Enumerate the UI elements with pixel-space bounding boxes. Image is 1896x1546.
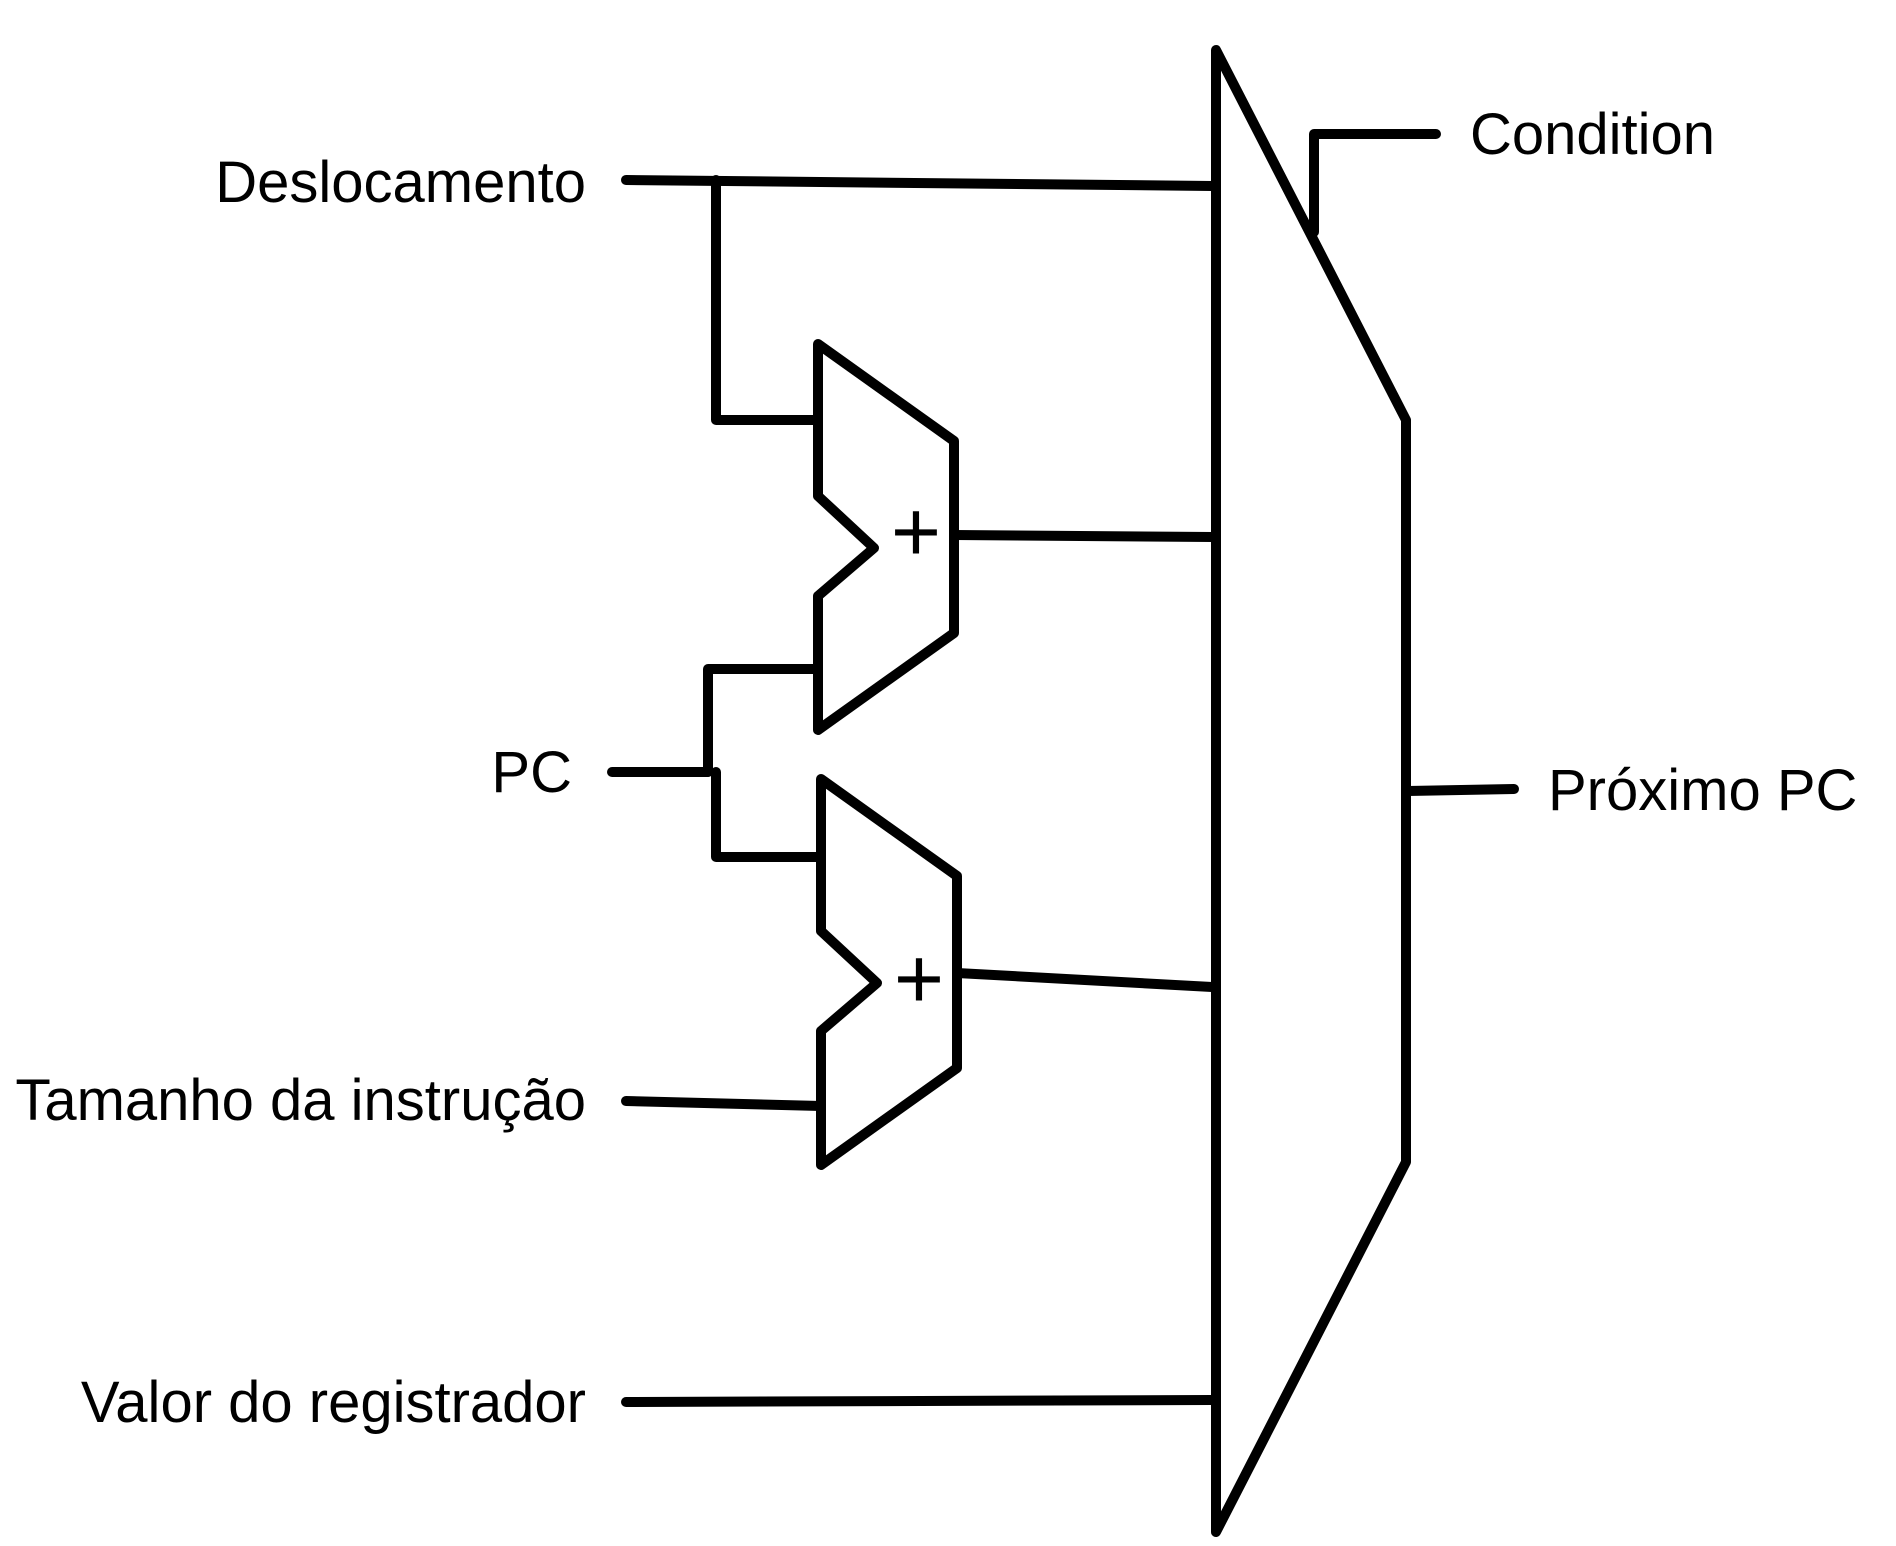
wire-adder-top-to-mux [949,530,1217,542]
adder-bottom-operator: + [894,931,944,1027]
wire-condition-to-mux [1309,129,1441,237]
wire-deslocamento-to-adder-top [711,175,823,425]
wire-pc-to-adder-top [703,664,823,777]
wire-valor-registrador-to-mux [621,1395,1217,1407]
adder-bottom [816,774,962,1170]
adder-top-operator: + [891,484,941,580]
wire-adder-bottom-to-mux [952,968,1217,992]
input-label-valor-registrador: Valor do registrador [81,1370,586,1435]
control-label-condition: Condition [1470,102,1715,167]
wire-tamanho-to-adder-bottom [621,1096,826,1111]
output-label-proximo-pc: Próximo PC [1548,758,1857,823]
adder-top [813,339,959,735]
input-label-deslocamento: Deslocamento [215,150,586,215]
wire-deslocamento-to-mux [621,175,1217,191]
input-label-tamanho-instrucao: Tamanho da instrução [15,1068,586,1133]
input-label-pc: PC [491,740,572,805]
wire-pc-to-adder-bottom [711,767,826,862]
multiplexer [1211,45,1411,1537]
wire-mux-to-proximo-pc [1403,784,1519,796]
